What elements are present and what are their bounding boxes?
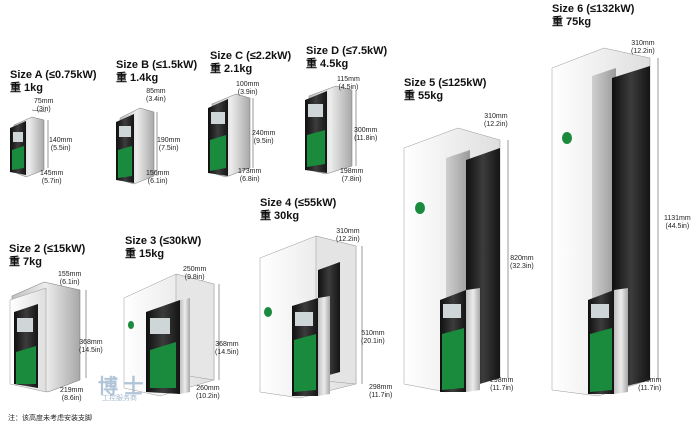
size-5-depth: 298mm(11.7in) xyxy=(490,377,514,392)
size-2-height: 368mm(14.5in) xyxy=(79,339,103,354)
size-b-depth: 156mm(6.1in) xyxy=(146,170,170,185)
size-4-height: 510mm(20.1in) xyxy=(361,330,385,345)
size-a-height: 140mm(5.5in) xyxy=(49,137,73,152)
size-3-weight: 重 15kg xyxy=(125,248,165,260)
footnote: 注：该高度未考虑安装支脚 xyxy=(8,415,92,422)
size-d-label: Size D (≤7.5kW) 重 4.5kg xyxy=(306,45,387,71)
size-d-title: Size D (≤7.5kW) xyxy=(306,45,388,57)
size-5-width: 310mm(12.2in) xyxy=(484,113,508,128)
size-4-width: 310mm(12.2in) xyxy=(336,228,360,243)
size-a-weight: 重 1kg xyxy=(10,82,44,94)
size-5-title: Size 5 (≤125kW) xyxy=(404,77,487,89)
size-c-weight: 重 2.1kg xyxy=(210,63,253,75)
drive-size-3 xyxy=(123,273,220,397)
size-4-label: Size 4 (≤55kW) 重 30kg xyxy=(260,197,336,223)
size-b-width: 85mm(3.4in) xyxy=(146,88,166,103)
size-c-width: 100mm(3.9in) xyxy=(236,81,260,96)
size-2-title: Size 2 (≤15kW) xyxy=(9,243,86,255)
size-4-weight: 重 30kg xyxy=(260,210,300,222)
size-b-weight: 重 1.4kg xyxy=(116,72,159,84)
drive-size-b xyxy=(116,107,158,185)
size-a-title: Size A (≤0.75kW) xyxy=(10,69,97,81)
size-2-width: 155mm(6.1in) xyxy=(58,271,82,286)
size-c-depth: 173mm(6.8in) xyxy=(238,168,262,183)
size-c-title: Size C (≤2.2kW) xyxy=(210,50,292,62)
size-4-depth: 298mm(11.7in) xyxy=(369,384,393,399)
size-3-title: Size 3 (≤30kW) xyxy=(125,235,202,247)
drive-size-4 xyxy=(259,235,363,399)
size-5-height: 820mm(32.3in) xyxy=(510,255,534,270)
size-a-width: 75mm(3in) xyxy=(34,98,54,113)
watermark-subtitle: 工控服务商 xyxy=(102,395,137,402)
size-b-title: Size B (≤1.5kW) xyxy=(116,59,198,71)
size-d-width: 115mm(4.5in) xyxy=(337,76,360,91)
size-2-depth: 219mm(8.6in) xyxy=(60,387,84,402)
drive-size-a xyxy=(10,109,49,178)
size-c-label: Size C (≤2.2kW) 重 2.1kg xyxy=(210,50,291,76)
size-5-label: Size 5 (≤125kW) 重 55kg xyxy=(404,77,486,103)
size-6-width: 310mm(12.2in) xyxy=(631,40,655,55)
size-6-title: Size 6 (≤132kW) xyxy=(552,3,635,15)
size-6-weight: 重 75kg xyxy=(552,16,592,28)
size-b-height: 190mm(7.5in) xyxy=(157,137,181,152)
size-2-label: Size 2 (≤15kW) 重 7kg xyxy=(9,243,85,269)
size-d-depth: 198mm(7.8in) xyxy=(340,168,364,183)
size-d-height: 300mm(11.8in) xyxy=(354,127,378,142)
size-6-depth: 298mm(11.7in) xyxy=(638,377,662,392)
drive-size-c xyxy=(208,93,254,178)
drive-size-5 xyxy=(403,127,509,393)
drive-size-2 xyxy=(9,281,87,393)
drive-size-6 xyxy=(551,47,659,397)
size-b-label: Size B (≤1.5kW) 重 1.4kg xyxy=(116,59,197,85)
watermark-logo: 博 士 xyxy=(98,376,144,398)
size-6-label: Size 6 (≤132kW) 重 75kg xyxy=(552,3,634,29)
drive-size-d xyxy=(305,85,357,175)
size-a-depth: 145mm(5.7in) xyxy=(40,170,64,185)
size-a-label: Size A (≤0.75kW) 重 1kg xyxy=(10,69,97,95)
size-3-depth: 260mm(10.2in) xyxy=(196,385,220,400)
size-d-weight: 重 4.5kg xyxy=(306,58,349,70)
size-6-height: 1131mm(44.5in) xyxy=(664,215,691,230)
size-3-label: Size 3 (≤30kW) 重 15kg xyxy=(125,235,201,261)
size-5-weight: 重 55kg xyxy=(404,90,444,102)
size-c-height: 240mm(9.5in) xyxy=(252,130,276,145)
size-2-weight: 重 7kg xyxy=(9,256,43,268)
size-4-title: Size 4 (≤55kW) xyxy=(260,197,337,209)
size-3-width: 250mm(9.8in) xyxy=(183,266,207,281)
size-3-height: 368mm(14.5in) xyxy=(215,341,239,356)
